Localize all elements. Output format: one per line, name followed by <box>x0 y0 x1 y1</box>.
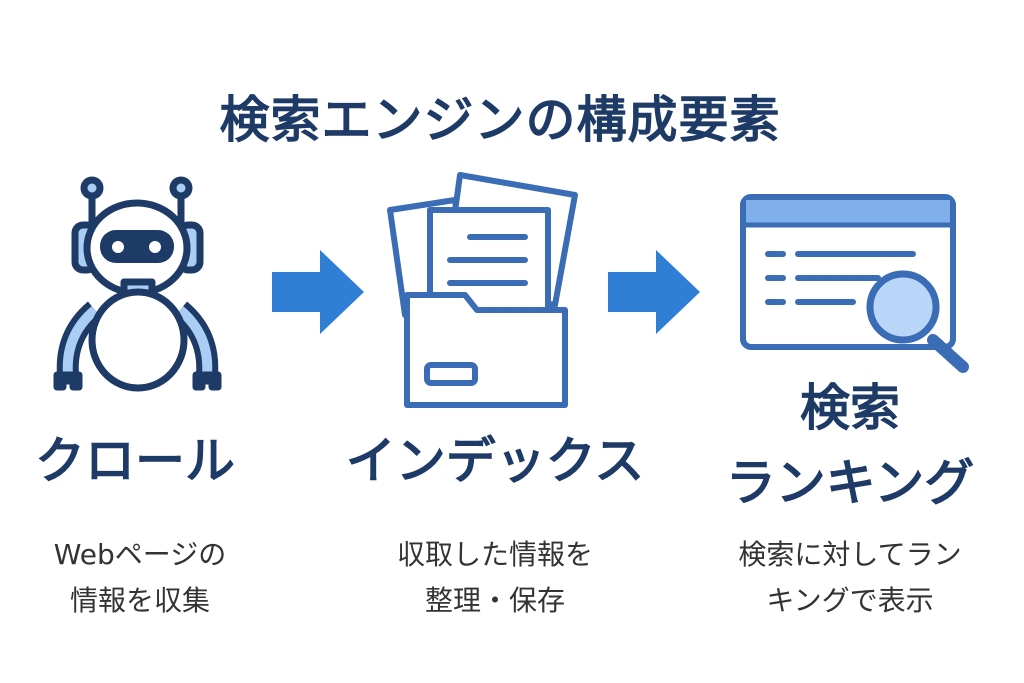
folder-documents-icon <box>387 172 578 408</box>
page-title: 検索エンジンの構成要素 <box>219 91 781 149</box>
desc-line: 整理・保存 <box>424 584 565 617</box>
step-description-ranking: 検索に対してラン キングで表示 <box>700 532 1000 624</box>
robot-icon <box>53 176 222 392</box>
search-window-icon <box>740 194 969 373</box>
desc-line: 情報を収集 <box>69 584 210 617</box>
desc-line: キングで表示 <box>766 584 934 617</box>
step-label-search: 検索 <box>800 379 900 437</box>
desc-line: Webページの <box>53 538 227 571</box>
step-label-index: インデックス <box>345 432 645 490</box>
step-label-ranking: ランキング <box>725 454 975 512</box>
arrow-right-icon <box>608 250 700 334</box>
desc-line: 収取した情報を <box>396 538 593 571</box>
step-description-index: 収取した情報を 整理・保存 <box>350 532 640 624</box>
arrow-right-icon <box>272 250 364 334</box>
step-description-crawl: Webページの 情報を収集 <box>0 532 280 624</box>
step-label-crawl: クロール <box>35 432 235 490</box>
desc-line: 検索に対してラン <box>738 538 962 571</box>
